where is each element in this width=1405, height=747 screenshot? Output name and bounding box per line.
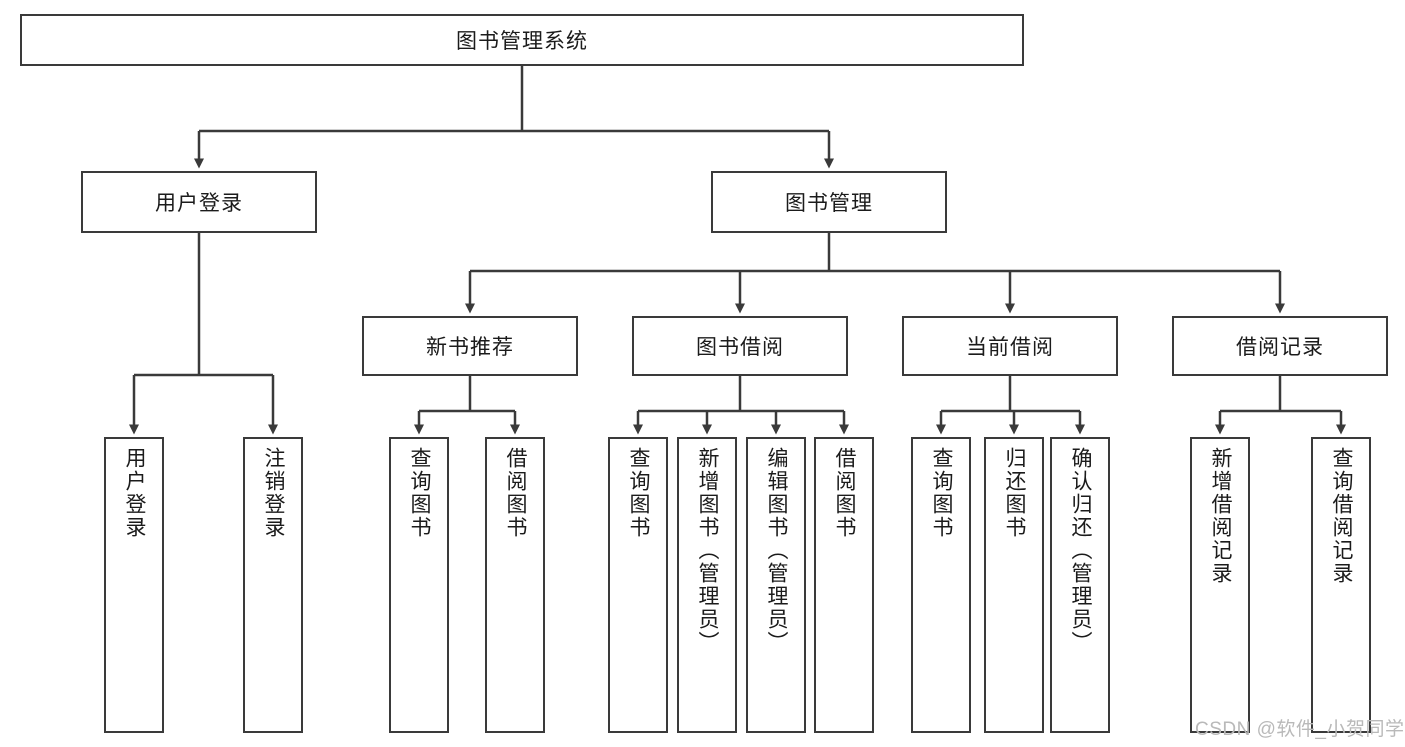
node-label: 新增图书（管理员） — [696, 447, 720, 654]
level2-node-0[interactable]: 用户登录 — [81, 171, 317, 233]
leaf-node-12[interactable]: 查询借阅记录 — [1311, 437, 1371, 733]
node-label: 当前借阅 — [966, 336, 1054, 359]
level3-node-3[interactable]: 借阅记录 — [1172, 316, 1388, 376]
leaf-node-9[interactable]: 归还图书 — [984, 437, 1044, 733]
node-label: 确认归还（管理员） — [1069, 447, 1093, 654]
leaf-node-11[interactable]: 新增借阅记录 — [1190, 437, 1250, 733]
node-label: 新增借阅记录 — [1209, 447, 1233, 585]
leaf-node-0[interactable]: 用户登录 — [104, 437, 164, 733]
node-label: 借阅图书 — [504, 447, 528, 539]
node-label: 查询借阅记录 — [1330, 447, 1354, 585]
leaf-node-8[interactable]: 查询图书 — [911, 437, 971, 733]
node-label: 注销登录 — [262, 447, 286, 539]
node-label: 图书管理系统 — [456, 30, 588, 53]
leaf-node-3[interactable]: 借阅图书 — [485, 437, 545, 733]
node-label: 查询图书 — [408, 447, 432, 539]
leaf-node-5[interactable]: 新增图书（管理员） — [677, 437, 737, 733]
node-label: 查询图书 — [627, 447, 651, 539]
node-label: 图书管理 — [785, 192, 873, 215]
node-label: 查询图书 — [930, 447, 954, 539]
csdn-watermark: CSDN @软件_小贺同学 — [1195, 719, 1405, 740]
leaf-node-10[interactable]: 确认归还（管理员） — [1050, 437, 1110, 733]
node-label: 用户登录 — [155, 192, 243, 215]
root-node-0[interactable]: 图书管理系统 — [20, 14, 1024, 66]
node-label: 借阅记录 — [1236, 336, 1324, 359]
level3-node-1[interactable]: 图书借阅 — [632, 316, 848, 376]
level3-node-2[interactable]: 当前借阅 — [902, 316, 1118, 376]
node-label: 编辑图书（管理员） — [765, 447, 789, 654]
level3-node-0[interactable]: 新书推荐 — [362, 316, 578, 376]
leaf-node-1[interactable]: 注销登录 — [243, 437, 303, 733]
leaf-node-7[interactable]: 借阅图书 — [814, 437, 874, 733]
node-label: 图书借阅 — [696, 336, 784, 359]
leaf-node-2[interactable]: 查询图书 — [389, 437, 449, 733]
leaf-node-6[interactable]: 编辑图书（管理员） — [746, 437, 806, 733]
node-label: 新书推荐 — [426, 336, 514, 359]
node-label: 归还图书 — [1003, 447, 1027, 539]
node-label: 用户登录 — [123, 447, 147, 539]
level2-node-1[interactable]: 图书管理 — [711, 171, 947, 233]
node-label: 借阅图书 — [833, 447, 857, 539]
leaf-node-4[interactable]: 查询图书 — [608, 437, 668, 733]
